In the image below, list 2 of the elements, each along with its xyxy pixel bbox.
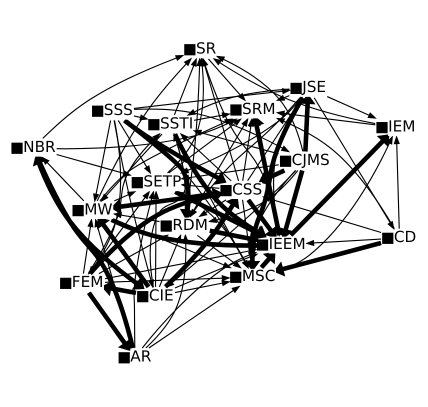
node-label: CD [394,228,416,246]
node-label: CJMS [292,151,330,170]
